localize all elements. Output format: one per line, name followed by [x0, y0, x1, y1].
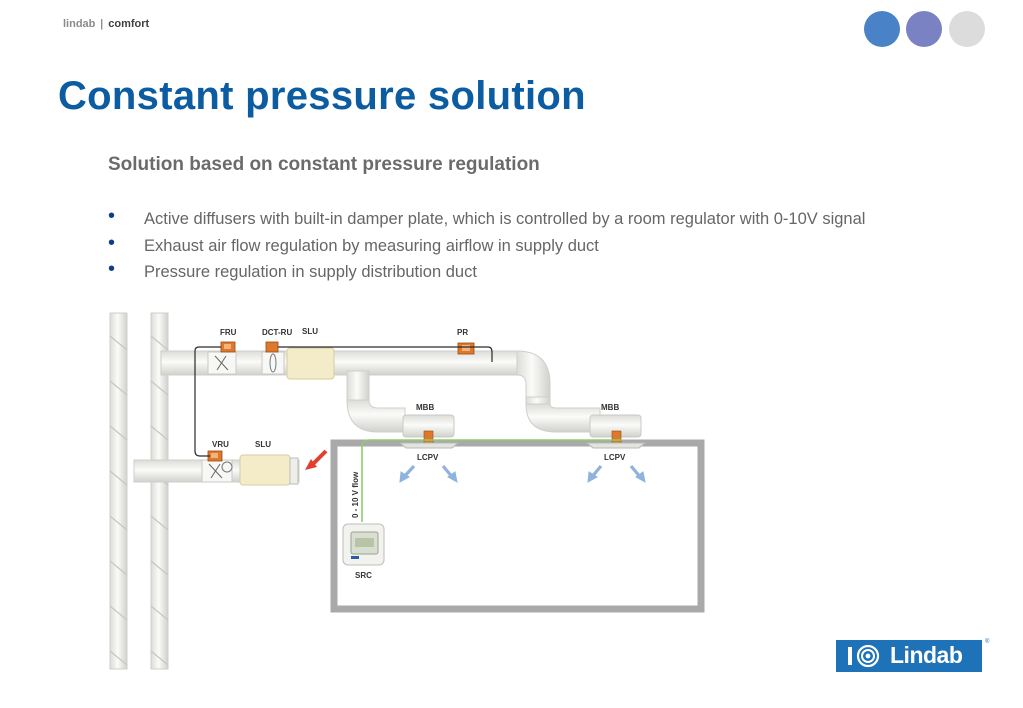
brand-header: lindab | comfort: [63, 18, 149, 30]
dct-ru-damper-body: [261, 351, 285, 375]
decor-dot-purple: [906, 11, 942, 47]
label-mbb-left: MBB: [416, 403, 434, 412]
decor-dot-blue: [864, 11, 900, 47]
dct-ru-actuator: [265, 341, 279, 353]
exhaust-arrow-head: [305, 459, 317, 470]
subtitle: Solution based on constant pressure regu…: [108, 154, 540, 175]
src-room-regulator: [342, 523, 385, 566]
label-mbb-right: MBB: [601, 403, 619, 412]
lindab-logo: Lindab ®: [836, 639, 989, 672]
bullet-list: • Active diffusers with built-in damper p…: [108, 205, 866, 288]
fru-damper-blade: [214, 355, 229, 371]
label-src: SRC: [355, 571, 372, 580]
silencer-top: [286, 347, 335, 380]
vertical-riser-right: [150, 312, 169, 670]
bullet-dot: •: [108, 258, 116, 280]
bullet-text: Active diffusers with built-in damper pl…: [144, 210, 866, 228]
fru-actuator: [220, 341, 236, 353]
brand-name: lindab: [63, 18, 96, 30]
label-lcpv-right: LCPV: [604, 453, 626, 462]
control-wire: [194, 346, 221, 457]
lindab-logo-text: Lindab: [890, 642, 963, 668]
bullet-text: Exhaust air flow regulation by measuring…: [144, 236, 599, 255]
airflow-arrows-right: [587, 464, 646, 483]
label-lcpv-left: LCPV: [417, 453, 439, 462]
label-dct-ru: DCT-RU: [262, 328, 292, 337]
mbb-box-left: [402, 414, 455, 444]
room-outline: [330, 439, 705, 613]
label-signal: 0 - 10 V flow: [351, 471, 360, 518]
bullet-item: • Pressure regulation in supply distribut…: [108, 258, 865, 288]
branch-duct-left: [346, 370, 406, 433]
brand-separator: |: [100, 18, 104, 30]
label-slu-bottom: SLU: [255, 440, 271, 449]
pressure-control-wire: [278, 346, 493, 362]
vru-actuator: [207, 450, 223, 462]
registered-mark: ®: [985, 639, 990, 645]
pr-actuator: [457, 342, 475, 355]
brand-section: comfort: [108, 18, 150, 30]
signal-wire: [361, 439, 622, 522]
label-fru: FRU: [220, 328, 237, 337]
dct-ru-damper-blade: [269, 353, 277, 373]
airflow-arrows-left: [399, 464, 458, 483]
mbb-box-right: [589, 414, 642, 444]
lcpv-diffuser-left: [398, 442, 460, 449]
exhaust-duct: [133, 454, 300, 486]
lcpv-diffuser-right: [585, 442, 647, 449]
label-vru: VRU: [212, 440, 229, 449]
page-title: Constant pressure solution: [58, 74, 586, 118]
bullet-text: Pressure regulation in supply distributi…: [144, 263, 477, 281]
decor-dot-gray: [949, 11, 985, 47]
bullet-item: • Active diffusers with built-in damper p…: [108, 205, 866, 235]
vertical-riser-left: [109, 312, 128, 670]
label-pr: PR: [457, 328, 468, 337]
bullet-dot: •: [108, 205, 116, 227]
bullet-dot: •: [108, 231, 116, 254]
bullet-item: • Exhaust air flow regulation by measurin…: [108, 231, 865, 262]
lindab-logo-mark: [848, 644, 880, 668]
label-slu-top: SLU: [302, 327, 318, 336]
